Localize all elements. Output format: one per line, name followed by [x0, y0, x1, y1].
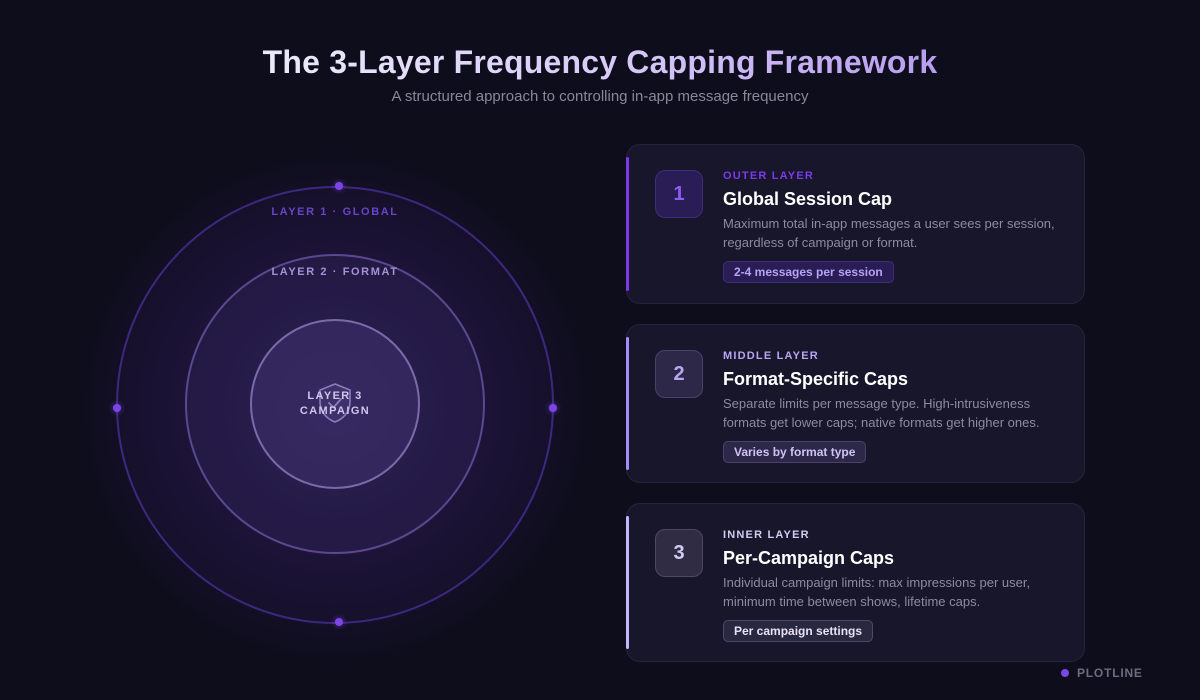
- ring-dot-left: [113, 404, 121, 412]
- layer-3-label-line1: LAYER 3: [307, 390, 363, 402]
- card-number-badge: 1: [655, 170, 703, 218]
- brand-logo: PLOTLINE: [1061, 666, 1143, 680]
- card-accent-bar: [626, 157, 629, 291]
- card-description: Separate limits per message type. High-i…: [723, 396, 1040, 430]
- layer-card-outer: 1 OUTER LAYER Global Session Cap Maximum…: [626, 144, 1085, 304]
- card-accent-bar: [626, 337, 629, 470]
- card-pill: Per campaign settings: [723, 620, 874, 642]
- card-eyebrow: MIDDLE LAYER: [723, 350, 819, 362]
- card-description: Maximum total in-app messages a user see…: [723, 216, 1055, 250]
- ring-dot-top: [335, 182, 343, 190]
- page-title: The 3-Layer Frequency Capping Framework: [262, 44, 938, 80]
- card-title: Format-Specific Caps: [723, 369, 909, 389]
- layer-2-label: LAYER 2 · FORMAT: [271, 266, 399, 278]
- layer-1-label: LAYER 1 · GLOBAL: [271, 206, 399, 218]
- layer-3-label: LAYER 3 CAMPAIGN: [285, 389, 385, 419]
- card-pill: 2-4 messages per session: [723, 261, 894, 283]
- dot-icon: [1061, 669, 1069, 677]
- layer-card-middle: 2 MIDDLE LAYER Format-Specific Caps Sepa…: [626, 324, 1085, 483]
- inner-ring: [250, 319, 420, 489]
- layer-card-inner: 3 INNER LAYER Per-Campaign Caps Individu…: [626, 503, 1085, 662]
- ring-dot-right: [549, 404, 557, 412]
- header: The 3-Layer Frequency Capping Framework …: [0, 42, 1200, 105]
- card-title: Per-Campaign Caps: [723, 548, 895, 568]
- brand-name: PLOTLINE: [1077, 666, 1143, 680]
- layer-3-label-line2: CAMPAIGN: [299, 405, 371, 417]
- page-subtitle: A structured approach to controlling in-…: [391, 88, 809, 105]
- ring-dot-bottom: [335, 618, 343, 626]
- card-eyebrow: OUTER LAYER: [723, 170, 815, 182]
- card-title: Global Session Cap: [723, 189, 893, 209]
- layer-diagram: LAYER 1 · GLOBAL LAYER 2 · FORMAT LAYER …: [85, 158, 585, 658]
- shield-check-icon: [319, 383, 351, 423]
- card-pill: Varies by format type: [723, 441, 867, 463]
- card-accent-bar: [626, 516, 629, 649]
- card-eyebrow: INNER LAYER: [723, 529, 810, 541]
- card-number-badge: 2: [655, 350, 703, 398]
- card-number-badge: 3: [655, 529, 703, 577]
- card-description: Individual campaign limits: max impressi…: [723, 575, 1031, 609]
